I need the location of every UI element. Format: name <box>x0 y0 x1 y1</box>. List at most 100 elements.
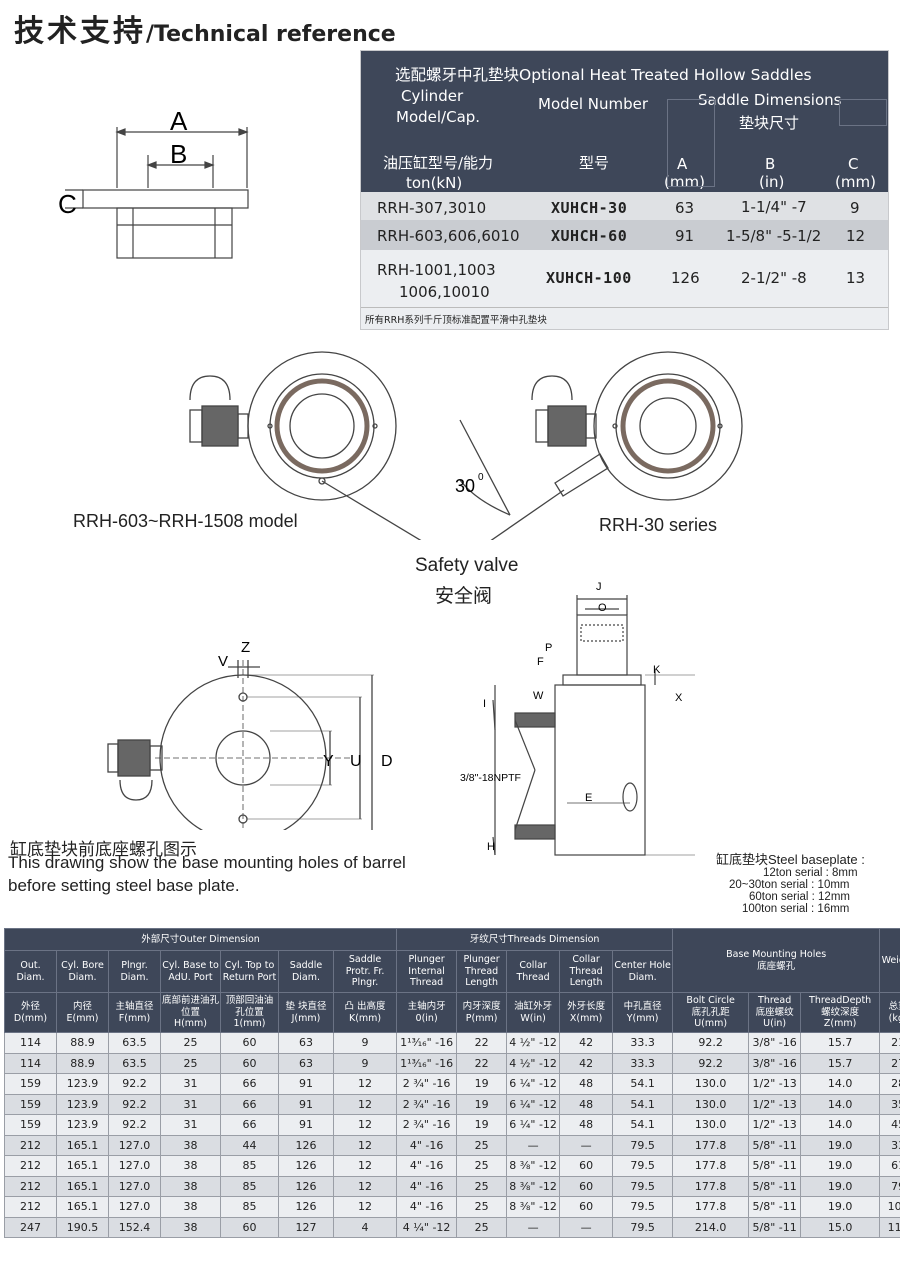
table-cell: 63.5 <box>108 1052 161 1074</box>
table-cell: 165.1 <box>56 1196 109 1218</box>
degree-mark: 0 <box>478 472 484 483</box>
table-cell: 31 <box>160 1114 221 1136</box>
table-cell: 177.8 <box>672 1196 750 1218</box>
table-cell: 4" -16 <box>396 1175 458 1197</box>
table-cell: 79.5 <box>612 1155 674 1177</box>
table-cell: 19.0 <box>800 1196 881 1218</box>
table-cell: 1¹³⁄₁₆" -16 <box>396 1032 458 1054</box>
table-cell: 152.4 <box>108 1216 161 1238</box>
col-saddle-dims: Saddle Dimensions <box>698 91 842 109</box>
table-cell: 15.7 <box>800 1052 881 1074</box>
col-header-unit: Y(mm) <box>626 1012 659 1024</box>
table-cell: 4 ¼" -12 <box>396 1216 458 1238</box>
table-cell: 22 <box>456 1052 508 1074</box>
table-cell: 25 <box>456 1216 508 1238</box>
label-v: V <box>218 653 228 670</box>
col-header-unit: P(mm) <box>465 1012 498 1024</box>
table-cell: 63 <box>278 1032 334 1054</box>
col-header-en: Saddle Diam. <box>278 950 334 993</box>
col-c-unit: (mm) <box>835 173 876 191</box>
table-cell: — <box>559 1216 614 1238</box>
table-cell: 165.1 <box>56 1155 109 1177</box>
table-cell: 130.0 <box>672 1073 750 1095</box>
table-cell: 92.2 <box>108 1073 161 1095</box>
table-cell: 25 <box>456 1155 508 1177</box>
table-cell: 48 <box>559 1073 614 1095</box>
col-model-number: Model Number <box>538 95 649 113</box>
label-i: I <box>483 698 486 710</box>
table-cell: 25 <box>456 1175 508 1197</box>
table-cell: 127.0 <box>108 1196 161 1218</box>
label-d: D <box>381 753 393 770</box>
saddle-title: 选配螺牙中孔垫块Optional Heat Treated Hollow Sad… <box>395 66 812 84</box>
table-cell: 60 <box>220 1216 279 1238</box>
caption-cn: 缸底垫块前底座螺孔图示 <box>10 840 197 859</box>
saddle-note-row: 所有RRH系列千斤顶标准配置平滑中孔垫块 <box>361 307 888 327</box>
col-header-unit: 0(in) <box>415 1012 438 1024</box>
weight-header: Weight <box>879 928 900 993</box>
table-cell: 212 <box>4 1155 57 1177</box>
table-cell: 85 <box>220 1155 279 1177</box>
title-cn: 技术支持 <box>14 14 146 49</box>
col-header-cn-text: 底孔孔距 <box>691 1006 730 1018</box>
table-cell: 123.9 <box>56 1093 109 1115</box>
table-cell: 92.2 <box>672 1032 750 1054</box>
left-model-label: RRH-603~RRH-1508 model <box>73 511 298 531</box>
page-title: 技术支持/Technical reference <box>14 6 396 50</box>
serial-2: 20~30ton serial : 10mm <box>729 879 850 891</box>
saddle-table-header: 选配螺牙中孔垫块Optional Heat Treated Hollow Sad… <box>361 51 888 192</box>
saddle-row: RRH-307,3010 XUHCH-30 63 1-1/4" -7 9 <box>361 192 888 220</box>
table-cell: 88.9 <box>56 1052 109 1074</box>
table-cell: — <box>506 1216 561 1238</box>
col-header-en: Collar Thread <box>506 950 561 993</box>
table-cell: 19.0 <box>800 1134 881 1156</box>
cell-a: 91 <box>675 227 695 245</box>
col-a: A <box>677 155 688 173</box>
table-cell: 177.8 <box>672 1134 750 1156</box>
table-cell: 15.0 <box>800 1216 881 1238</box>
table-cell: 92.2 <box>108 1093 161 1115</box>
table-cell: 130.0 <box>672 1114 750 1136</box>
table-cell: 5/8" -11 <box>748 1196 802 1218</box>
col-header-en: Plunger Thread Length <box>456 950 508 993</box>
table-cell: 165.1 <box>56 1134 109 1156</box>
col-cylinder-unit: ton(kN) <box>406 174 463 192</box>
table-cell: 31 <box>160 1093 221 1115</box>
table-cell: 12 <box>332 1155 398 1177</box>
table-cell: 159 <box>4 1093 57 1115</box>
table-cell: 190.5 <box>56 1216 109 1238</box>
table-cell: 15.7 <box>800 1032 881 1054</box>
table-cell: 214.0 <box>672 1216 750 1238</box>
table-cell: 66 <box>220 1073 279 1095</box>
port-label: 3/8"-18NPTF <box>460 772 521 784</box>
col-header-unit: W(in) <box>520 1012 546 1024</box>
table-cell: 9 <box>332 1032 398 1054</box>
col-header-en: Bolt Circle <box>686 995 735 1007</box>
table-cell: 111 <box>879 1216 900 1238</box>
col-header-unit: U(mm) <box>694 1018 728 1030</box>
serial-3: 60ton serial : 12mm <box>749 891 850 903</box>
spec-table: 外部尺寸Outer Dimension 牙纹尺寸Threads Dimensio… <box>3 928 900 1238</box>
saddle-note: 所有RRH系列千斤顶标准配置平滑中孔垫块 <box>365 315 547 326</box>
table-cell: 61 <box>879 1155 900 1177</box>
table-cell: 63 <box>278 1052 334 1074</box>
col-header-en: Cyl. Base to AdU. Port <box>160 950 221 993</box>
table-cell: 79.5 <box>612 1216 674 1238</box>
col-header-cn-text: 外径 <box>20 1001 40 1012</box>
table-cell: 126 <box>278 1155 334 1177</box>
cell-model: XUHCH-30 <box>551 199 628 217</box>
base-holes-drawing: Z V Y U D <box>107 639 393 830</box>
